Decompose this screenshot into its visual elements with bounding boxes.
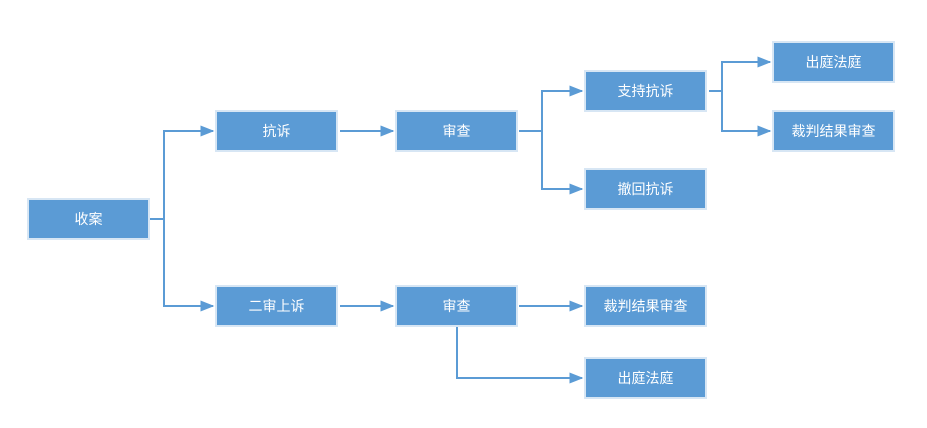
node-review-judgment-bottom: 裁判结果审查 [584, 285, 707, 327]
connector-review-withdraw [541, 131, 584, 195]
connector-receive-second-appeal [163, 219, 215, 312]
connector-review-support [519, 85, 584, 132]
node-second-appeal: 二审上诉 [215, 285, 338, 327]
node-support-protest: 支持抗诉 [584, 70, 707, 112]
node-withdraw-protest: 撤回抗诉 [584, 168, 707, 210]
node-review-judgment-top: 裁判结果审查 [772, 110, 895, 152]
node-review-top: 审查 [395, 110, 518, 152]
node-receive: 收案 [27, 198, 150, 240]
node-attend-court-top: 出庭法庭 [772, 41, 895, 83]
connector-support-attend [709, 56, 772, 92]
node-attend-court-bottom: 出庭法庭 [584, 357, 707, 399]
connector-review-attend-bottom [456, 327, 584, 384]
node-protest: 抗诉 [215, 110, 338, 152]
connector-receive-protest [150, 125, 215, 220]
connector-support-judgment [721, 91, 772, 137]
node-review-bottom: 审查 [395, 285, 518, 327]
